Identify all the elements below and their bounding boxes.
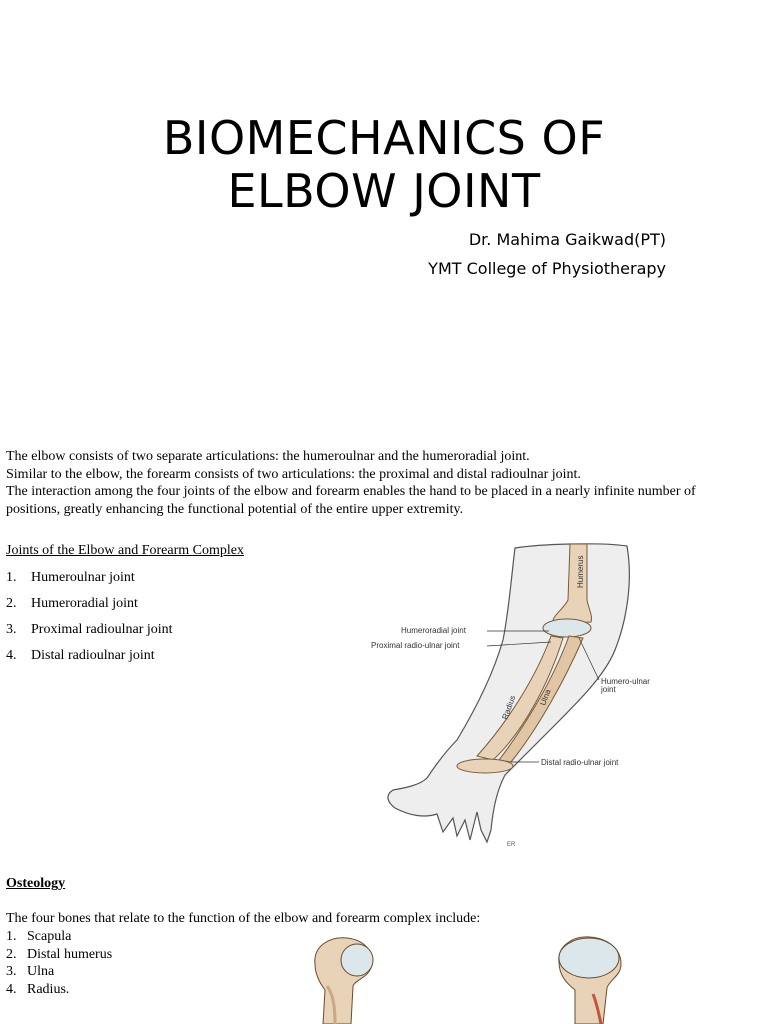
elbow-joint: [542, 618, 592, 638]
intro-line-1: The elbow consists of two separate artic…: [6, 449, 530, 464]
list-item: 3.Ulna: [6, 964, 55, 979]
osteology-intro: The four bones that relate to the functi…: [6, 911, 481, 926]
wrist-bones: [456, 758, 514, 774]
elbow-forearm-illustration: Humerus Humeroradial joint Proximal radi…: [371, 543, 650, 848]
artist-signature: ER: [507, 842, 516, 848]
title-line-1: BIOMECHANICS OF: [162, 111, 606, 165]
list-item: 3.Proximal radioulnar joint: [6, 622, 173, 637]
page-title: BIOMECHANICS OF ELBOW JOINT: [0, 112, 768, 218]
bone-list: 1.Scapula 2.Distal humerus 3.Ulna 4.Radi…: [6, 928, 112, 998]
list-item: 4.Distal radioulnar joint: [6, 648, 155, 663]
label-distal-ru: Distal radio-ulnar joint: [541, 758, 619, 767]
osteology-heading: Osteology: [6, 876, 66, 891]
arm-skin-outline: [387, 543, 630, 844]
institution-name: YMT College of Physiotherapy: [428, 259, 666, 278]
humerus-bone: [552, 543, 592, 625]
humerus-head-illustration-2: [558, 936, 622, 1024]
label-proximal-ru: Proximal radio-ulnar joint: [371, 641, 460, 650]
joints-list: 1.Humeroulnar joint 2.Humeroradial joint…: [6, 569, 173, 673]
list-item: 4.Radius.: [6, 981, 70, 997]
intro-line-3: The interaction among the four joints of…: [6, 484, 696, 517]
title-line-2: ELBOW JOINT: [227, 164, 541, 218]
label-humeroradial: Humeroradial joint: [401, 626, 467, 635]
author-name: Dr. Mahima Gaikwad(PT): [468, 230, 666, 249]
list-item: 2.Humeroradial joint: [6, 596, 138, 611]
list-item: 1.Humeroulnar joint: [6, 570, 135, 585]
label-humero-ulnar-1: Humero-ulnar: [601, 677, 650, 686]
intro-line-2: Similar to the elbow, the forearm consis…: [6, 466, 581, 482]
humerus-head-illustration-1: [314, 937, 374, 1024]
intro-paragraph: The elbow consists of two separate artic…: [6, 448, 746, 518]
label-humero-ulnar-2: joint: [600, 685, 616, 694]
label-humerus: Humerus: [576, 556, 585, 588]
list-item: 2.Distal humerus: [6, 946, 113, 962]
list-item: 1.Scapula: [6, 929, 72, 944]
joints-heading: Joints of the Elbow and Forearm Complex: [6, 543, 244, 558]
